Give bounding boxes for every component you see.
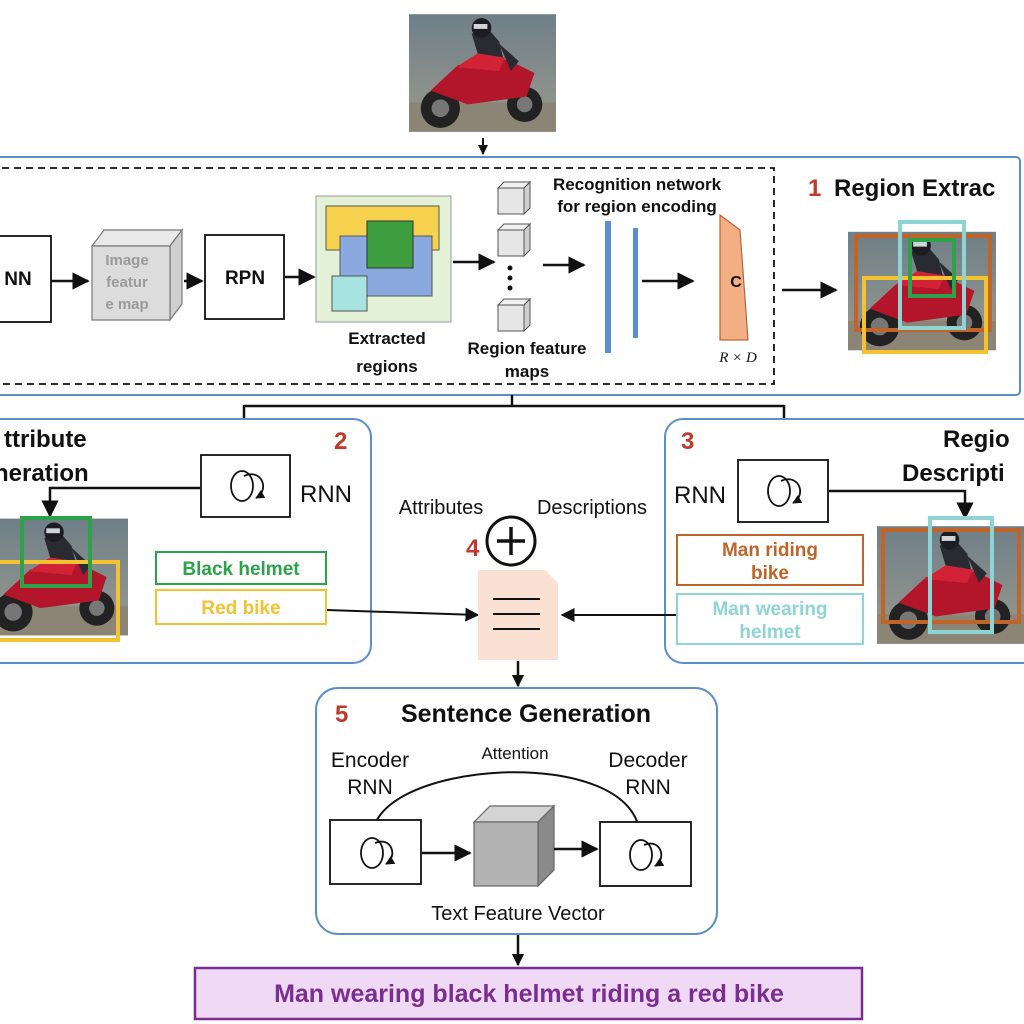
description-label-man-wearing-helmet: Man wearing helmet	[676, 593, 864, 645]
region-extraction-title: Region Extrac	[834, 175, 995, 202]
attributes-label: Attributes	[399, 497, 483, 519]
encoder-label-1: Encoder	[331, 749, 409, 772]
descriptions-label: Descriptions	[537, 497, 647, 519]
cnn-box	[0, 235, 52, 323]
output-sentence: Man wearing black helmet riding a red bi…	[274, 980, 784, 1008]
extracted-regions-graphic	[315, 195, 452, 323]
description-rnn-to-photo-arrow	[829, 489, 974, 520]
attribute-title-2: neration	[0, 460, 89, 487]
description-photo	[877, 516, 1024, 644]
svg-text:Man wearing: Man wearing	[712, 599, 827, 620]
feature-map-label-3: e map	[105, 296, 148, 313]
cnn-label: NN	[4, 269, 31, 290]
svg-text:helmet: helmet	[739, 622, 801, 643]
region-extraction-result-photo	[848, 220, 996, 354]
input-photo	[409, 14, 556, 132]
classifier-label: C	[730, 274, 742, 291]
image-feature-map-cube	[90, 228, 184, 322]
attention-arc	[371, 771, 645, 843]
attribute-label-black-helmet: Black helmet	[155, 551, 327, 585]
recognition-label-2: for region encoding	[557, 197, 717, 216]
feature-map-label-1: Image	[105, 252, 148, 269]
decoder-rnn-box	[599, 821, 692, 887]
extracted-regions-label-2: regions	[356, 357, 417, 376]
text-feature-vector-label: Text Feature Vector	[431, 903, 605, 925]
description-title-2: Descripti	[902, 460, 1005, 487]
decoder-label-2: RNN	[625, 776, 671, 799]
svg-text:Red bike: Red bike	[201, 598, 280, 619]
rpn-label: RPN	[225, 268, 265, 289]
region-extraction-dashed-box	[0, 167, 775, 385]
step-1-number: 1	[808, 175, 821, 202]
attribute-label-red-bike: Red bike	[155, 589, 327, 625]
decoder-label-1: Decoder	[608, 749, 687, 772]
attribute-rnn-to-photo-arrow	[41, 486, 200, 518]
svg-text:Man riding: Man riding	[722, 540, 818, 561]
step-5-number: 5	[335, 701, 348, 728]
fused-document-icon	[478, 570, 558, 660]
rpn-box	[204, 234, 285, 320]
step-2-number: 2	[334, 428, 347, 455]
sentence-generation-title: Sentence Generation	[401, 700, 651, 728]
encoder-loop-icon	[360, 837, 396, 869]
svg-text:Black helmet: Black helmet	[182, 559, 300, 580]
attribute-rnn-loop-icon	[230, 470, 266, 502]
svg-text:bike: bike	[751, 563, 789, 584]
attribute-rnn-box	[200, 454, 291, 518]
feature-maps-label-2: maps	[505, 362, 549, 381]
attributes-to-fusion-arrow	[326, 607, 480, 622]
extracted-regions-label-1: Extracted	[348, 329, 425, 348]
description-rnn-label: RNN	[674, 482, 726, 509]
encoder-rnn-box	[329, 819, 422, 885]
recognition-label-1: Recognition network	[553, 175, 722, 194]
decoder-loop-icon	[629, 839, 665, 871]
attention-label: Attention	[481, 744, 548, 763]
classifier-shape	[719, 213, 749, 341]
attribute-photo	[0, 516, 128, 642]
encoder-label-2: RNN	[347, 776, 393, 799]
description-label-man-riding-bike: Man riding bike	[676, 534, 864, 586]
output-sentence-box	[193, 966, 864, 1021]
description-rnn-box	[737, 459, 829, 523]
attribute-rnn-label: RNN	[300, 481, 352, 508]
feature-maps-label-1: Region feature	[467, 339, 586, 358]
step-4-number: 4	[466, 535, 480, 562]
feature-map-label-2: featur	[106, 274, 148, 291]
step-3-number: 3	[681, 428, 694, 455]
plus-icon	[485, 515, 537, 567]
fc-layer-2	[633, 228, 638, 338]
description-rnn-loop-icon	[767, 475, 803, 507]
fc-layer-1	[605, 221, 611, 353]
dims-label: R × D	[718, 350, 757, 366]
description-title-1: Regio	[943, 426, 1010, 453]
text-feature-vector-cube	[472, 804, 556, 888]
attribute-title-1: ttribute	[4, 426, 87, 453]
region-feature-cubes	[496, 180, 532, 333]
